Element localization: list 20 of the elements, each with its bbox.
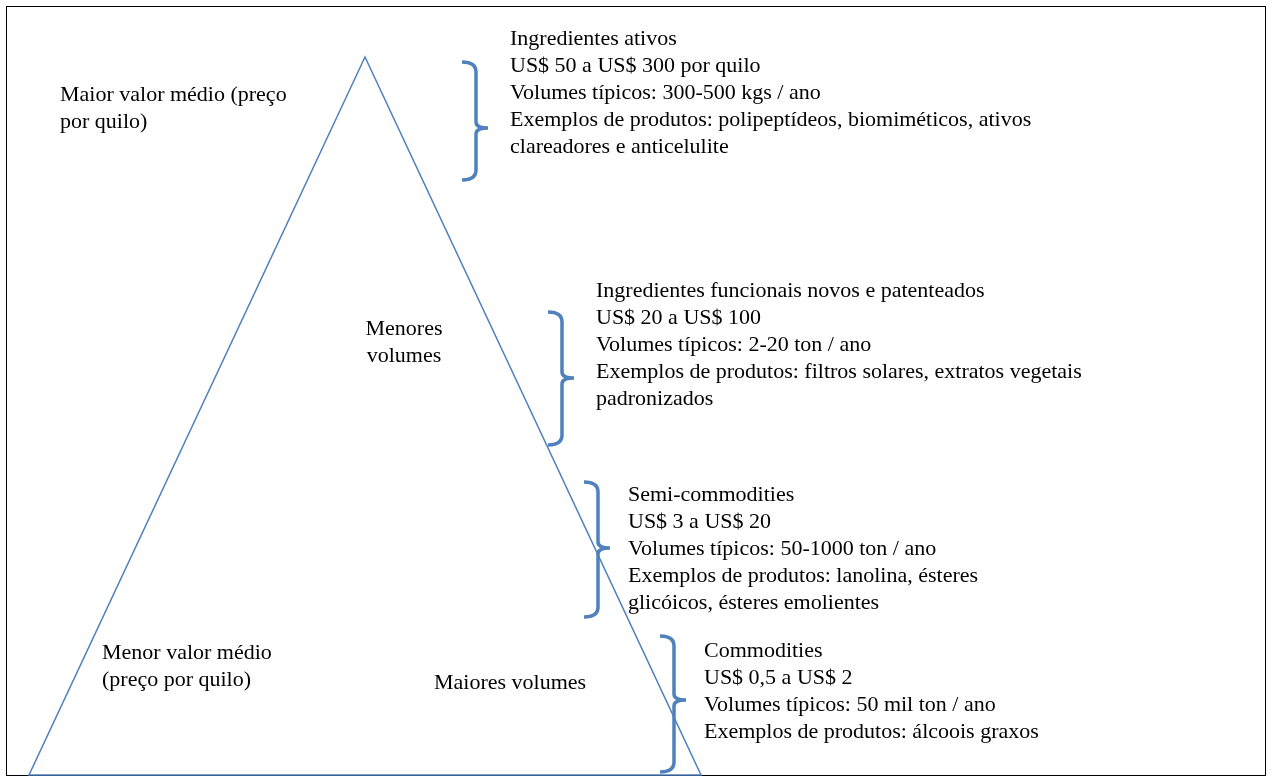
examples-text: Exemplos de produtos: lanolina, ésteres glicóicos, ésteres emolientes [628,561,980,615]
tier-detail: US$ 0,5 a US$ 2 [704,663,854,690]
value-label: Maior valor médio (preço por quilo) [60,80,288,134]
volume-label: Maiores volumes [434,668,588,695]
tier-detail: Volumes típicos: 50-1000 ton / ano [628,534,938,561]
tier-detail: Volumes típicos: 2-20 ton / ano [596,330,873,357]
tier-detail: US$ 3 a US$ 20 [628,507,772,534]
examples-text: Exemplos de produtos: álcoois graxos [704,717,1040,744]
tier-detail: Volumes típicos: 50 mil ton / ano [704,690,997,717]
tier-heading: Commodities [704,636,824,663]
volume-label: Menores volumes [364,314,444,368]
tier-heading: Ingredientes funcionais novos e patenteados [596,276,986,303]
tier-detail: US$ 20 a US$ 100 [596,303,762,330]
examples-text: Exemplos de produtos: filtros solares, extratos vegetais padronizados [596,357,1083,411]
value-label: Menor valor médio (preço por quilo) [102,638,273,692]
tier-heading: Ingredientes ativos [510,24,678,51]
tier-heading: Semi-commodities [628,480,796,507]
examples-text: Exemplos de produtos: polipeptídeos, biomiméticos, ativos clareadores e anticelulite [510,105,1033,159]
tier-detail: Volumes típicos: 300-500 kgs / ano [510,78,822,105]
tier-detail: US$ 50 a US$ 300 por quilo [510,51,762,78]
